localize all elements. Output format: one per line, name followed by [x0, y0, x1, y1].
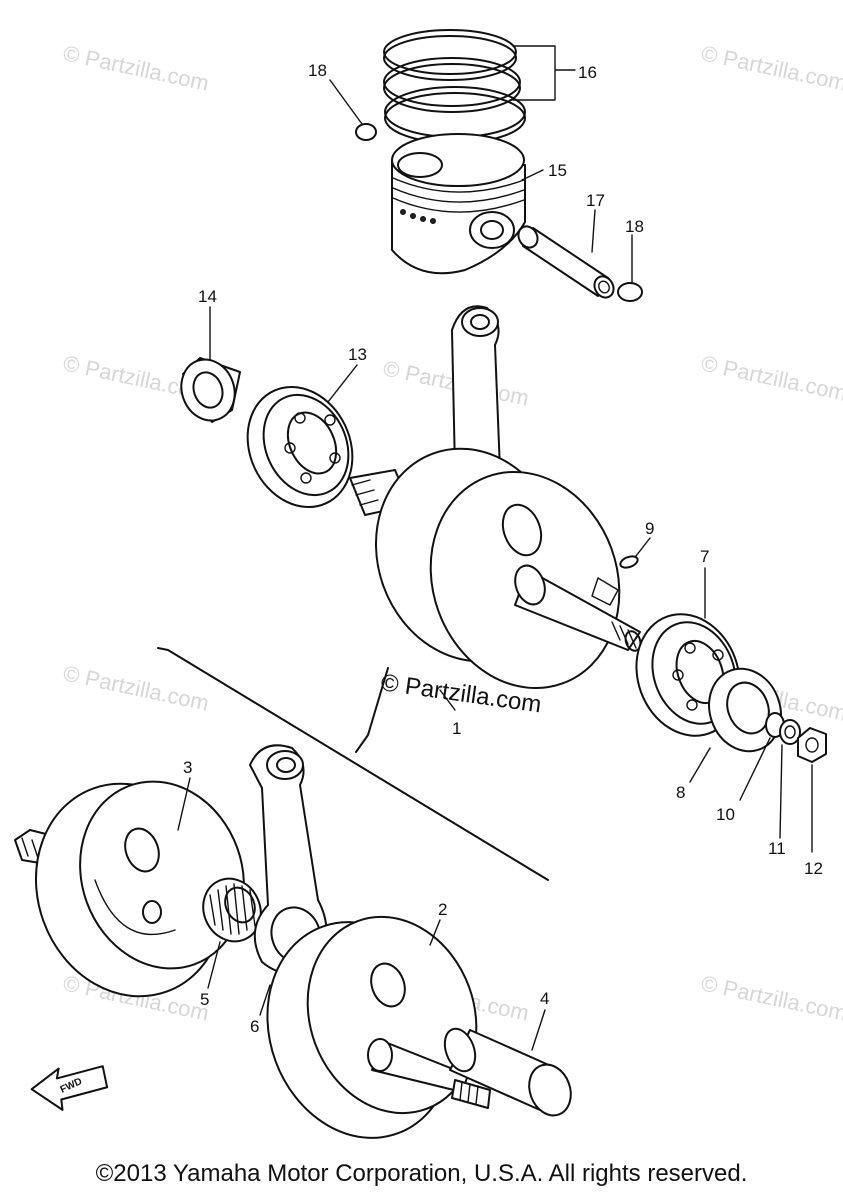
callout-17: 17: [586, 191, 605, 210]
callout-12: 12: [804, 859, 823, 878]
watermark-text: © Partzilla.com: [61, 40, 211, 95]
callout-18-top: 18: [308, 61, 327, 80]
crankshaft-assembly-part-1: [349, 305, 642, 690]
callout-5: 5: [200, 990, 209, 1009]
piston-part-15: [391, 133, 526, 275]
callout-16: 16: [578, 63, 597, 82]
key-part-9: [619, 555, 639, 569]
callout-numbers: 18 16 15 17 18 14 13 9 7 1 8 10 11 12 3 …: [183, 61, 823, 1036]
watermark-text: © Partzilla.com: [699, 970, 843, 1025]
piston-pin-part-17: [517, 225, 615, 299]
oil-seal-part-8: [708, 667, 782, 753]
group-bracket: [157, 647, 549, 881]
callout-10: 10: [716, 805, 735, 824]
callout-18-right: 18: [625, 217, 644, 236]
callout-14: 14: [198, 287, 217, 306]
callout-1: 1: [452, 719, 461, 738]
bearing-part-13: [246, 385, 354, 509]
nut-part-12: [797, 727, 827, 763]
callout-13: 13: [348, 345, 367, 364]
forward-arrow-icon: FWD: [30, 1065, 109, 1111]
callout-2: 2: [438, 900, 447, 919]
bushing-part-14: [180, 357, 241, 423]
copyright-notice: ©2013 Yamaha Motor Corporation, U.S.A. A…: [95, 1160, 748, 1187]
callout-4: 4: [540, 989, 549, 1008]
callout-15: 15: [548, 161, 567, 180]
piston-pin-clip-part-18: [355, 123, 643, 302]
watermark-text: © Partzilla.com: [699, 350, 843, 405]
leader-lines: [177, 45, 813, 1051]
callout-3: 3: [183, 758, 192, 777]
crank-half-right-part-2: [266, 915, 491, 1139]
crank-pin-part-4: [443, 1027, 572, 1117]
crank-half-left-part-3: [14, 780, 245, 998]
callout-7: 7: [700, 547, 709, 566]
callout-11: 11: [768, 839, 786, 858]
callout-8: 8: [676, 783, 685, 802]
callout-6: 6: [250, 1017, 259, 1036]
callout-9: 9: [645, 519, 654, 538]
needle-bearing-part-5: [202, 877, 262, 943]
watermark-text: © Partzilla.com: [699, 40, 843, 95]
piston-rings-part-16: [383, 29, 526, 144]
lock-washer-part-11: [779, 719, 801, 745]
watermark-text: © Partzilla.com: [61, 660, 211, 715]
